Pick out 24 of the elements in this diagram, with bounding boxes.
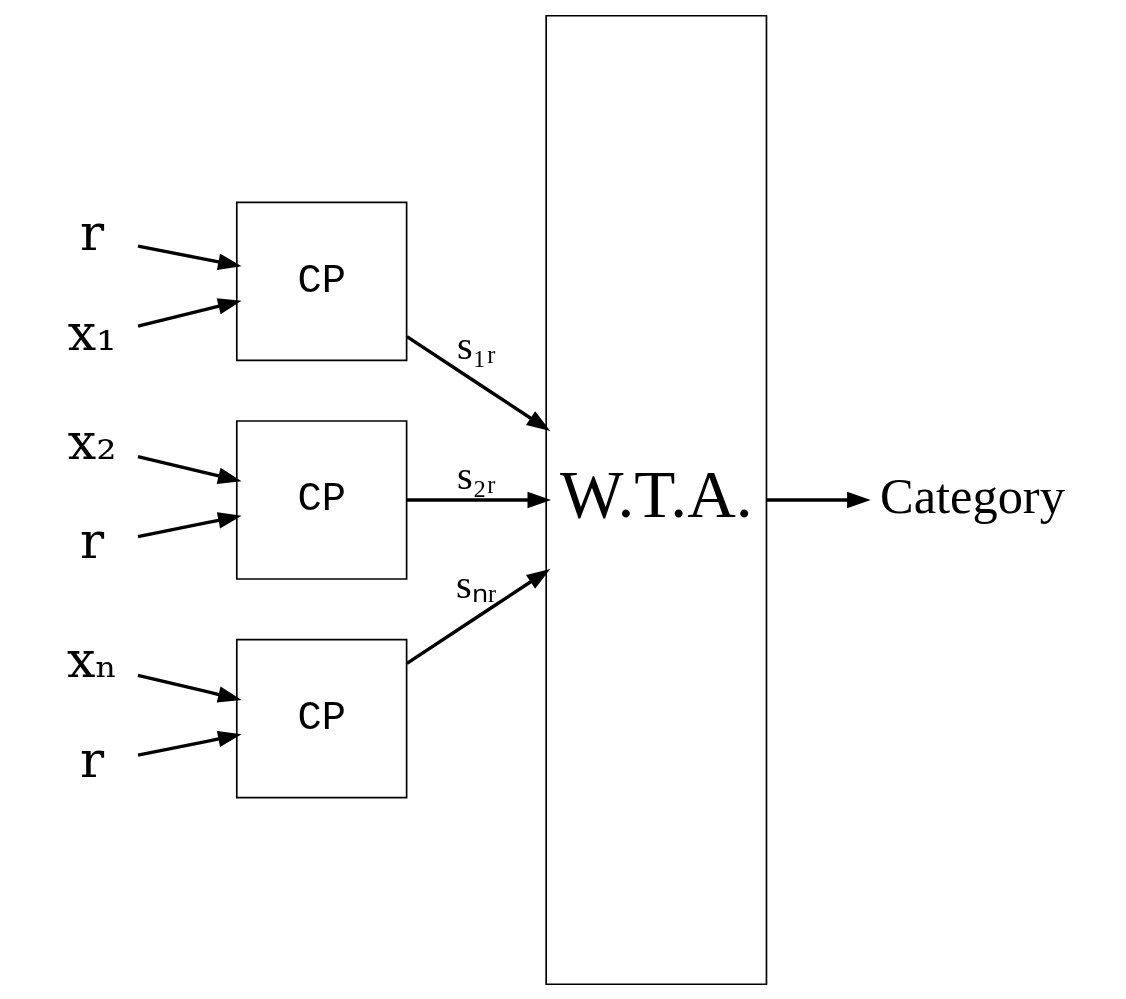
arrow bbox=[137, 244, 242, 270]
node-text: xₙ bbox=[67, 629, 118, 689]
arrow bbox=[406, 491, 552, 508]
edge-label: s₂ᵣ bbox=[456, 452, 496, 498]
node-text: Category bbox=[880, 467, 1065, 524]
arrow bbox=[137, 297, 242, 328]
node-box: CP bbox=[235, 419, 408, 580]
node-text: r bbox=[80, 510, 105, 570]
edge-label: s₁ᵣ bbox=[456, 322, 496, 368]
node-box: W.T.A. bbox=[545, 14, 768, 985]
node-box: CP bbox=[235, 638, 408, 798]
node-text: r bbox=[80, 202, 105, 262]
node-text: r bbox=[80, 729, 105, 789]
arrow bbox=[406, 568, 551, 665]
node-text: x₂ bbox=[67, 411, 117, 471]
arrow bbox=[137, 730, 242, 757]
arrow bbox=[137, 673, 242, 702]
edge-label: sₙᵣ bbox=[455, 561, 497, 607]
arrow bbox=[766, 491, 871, 508]
node-text: x₁ bbox=[67, 302, 117, 362]
arrow bbox=[137, 511, 242, 538]
arrow bbox=[406, 334, 551, 431]
node-box: CP bbox=[235, 201, 408, 361]
arrow bbox=[137, 454, 242, 484]
